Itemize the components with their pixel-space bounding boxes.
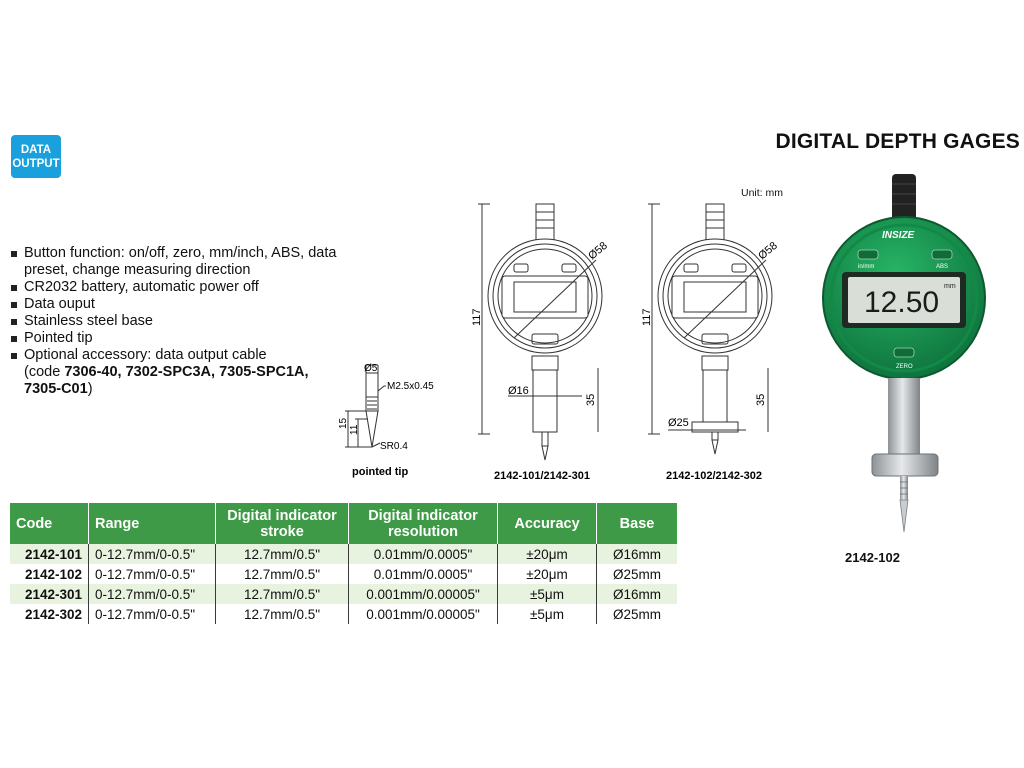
badge-line-1: DATA bbox=[20, 143, 52, 156]
in-mm-label: in/mm bbox=[858, 264, 874, 270]
cell-stroke: 12.7mm/0.5" bbox=[215, 604, 349, 624]
drawing-b-base-dia: Ø25 bbox=[668, 417, 689, 429]
page-title: DIGITAL DEPTH GAGES bbox=[775, 130, 1020, 153]
unit-label: Unit: mm bbox=[741, 187, 783, 199]
in-mm-button[interactable] bbox=[857, 249, 879, 260]
drawing-b-height: 117 bbox=[641, 308, 653, 326]
cell-accuracy: ±20μm bbox=[497, 564, 597, 584]
accessory-open: (code bbox=[24, 364, 65, 380]
cell-range: 0-12.7mm/0-0.5" bbox=[88, 584, 216, 604]
photo-caption: 2142-102 bbox=[845, 550, 900, 565]
tip-length-total: 15 bbox=[338, 417, 349, 429]
table-row: 2142-301 0-12.7mm/0-0.5" 12.7mm/0.5" 0.0… bbox=[10, 584, 677, 604]
tip-caption: pointed tip bbox=[352, 466, 408, 478]
cell-base: Ø25mm bbox=[596, 604, 677, 624]
cell-resolution: 0.001mm/0.00005" bbox=[348, 604, 498, 624]
accessory-text: Optional accessory: data output cable bbox=[24, 347, 267, 363]
feature-item: Pointed tip bbox=[10, 330, 340, 347]
tip-length-cone: 11 bbox=[349, 424, 360, 435]
feature-item: Button function: on/off, zero, mm/inch, … bbox=[10, 245, 340, 279]
lcd-reading: 12.50 bbox=[864, 286, 939, 319]
cell-range: 0-12.7mm/0-0.5" bbox=[88, 564, 216, 584]
table-row: 2142-102 0-12.7mm/0-0.5" 12.7mm/0.5" 0.0… bbox=[10, 564, 677, 584]
col-header-base: Base bbox=[596, 503, 677, 544]
spec-table: Code Range Digital indicator stroke Digi… bbox=[10, 503, 677, 624]
drawing-a-height: 117 bbox=[471, 308, 483, 326]
lcd-unit: mm bbox=[944, 283, 956, 290]
col-header-range: Range bbox=[88, 503, 216, 544]
cell-resolution: 0.01mm/0.0005" bbox=[348, 544, 498, 564]
cable-connector bbox=[892, 174, 916, 222]
feature-item: CR2032 battery, automatic power off bbox=[10, 279, 340, 296]
technical-drawing-a: 117 Ø58 Ø16 35 2142-101/2142-301 bbox=[471, 203, 610, 482]
cell-stroke: 12.7mm/0.5" bbox=[215, 564, 349, 584]
gage-stem bbox=[888, 378, 920, 456]
drawing-a-stem-dia: Ø16 bbox=[508, 385, 529, 397]
pointed-tip bbox=[899, 499, 909, 533]
cell-code: 2142-102 bbox=[10, 564, 89, 584]
cell-code: 2142-302 bbox=[10, 604, 89, 624]
col-header-resolution: Digital indicator resolution bbox=[348, 503, 498, 544]
tip-diameter-label: Ø5 bbox=[364, 363, 378, 374]
drawing-a-caption: 2142-101/2142-301 bbox=[494, 470, 590, 482]
tip-thread-label: M2.5x0.45 bbox=[387, 381, 434, 392]
badge-line-2: OUTPUT bbox=[12, 157, 60, 170]
brand-logo: INSIZE bbox=[882, 230, 915, 241]
feature-list: Button function: on/off, zero, mm/inch, … bbox=[10, 245, 340, 398]
cell-base: Ø16mm bbox=[596, 584, 677, 604]
technical-drawing-b: 117 Ø58 Ø25 35 2142-102/2142-302 bbox=[641, 203, 780, 482]
product-photo: INSIZE in/mm ABS 12.50 mm ZERO bbox=[822, 174, 986, 533]
drawing-b-caption: 2142-102/2142-302 bbox=[666, 470, 762, 482]
gage-base bbox=[871, 453, 939, 477]
cell-stroke: 12.7mm/0.5" bbox=[215, 544, 349, 564]
drawing-a-stem-length: 35 bbox=[585, 394, 597, 406]
col-header-stroke: Digital indicator stroke bbox=[215, 503, 349, 544]
zero-label: ZERO bbox=[896, 364, 913, 370]
table-row: 2142-101 0-12.7mm/0-0.5" 12.7mm/0.5" 0.0… bbox=[10, 544, 677, 564]
feature-item: Stainless steel base bbox=[10, 313, 340, 330]
zero-button[interactable] bbox=[893, 347, 915, 358]
abs-label: ABS bbox=[936, 264, 948, 270]
cell-range: 0-12.7mm/0-0.5" bbox=[88, 604, 216, 624]
col-header-accuracy: Accuracy bbox=[497, 503, 597, 544]
cell-resolution: 0.001mm/0.00005" bbox=[348, 584, 498, 604]
pointed-tip-drawing: Ø5 M2.5x0.45 15 11 SR0.4 pointed tip bbox=[338, 363, 434, 478]
drawing-a-dial: Ø58 bbox=[586, 240, 610, 263]
cell-accuracy: ±5μm bbox=[497, 584, 597, 604]
feature-item: Data ouput bbox=[10, 296, 340, 313]
abs-button[interactable] bbox=[931, 249, 953, 260]
cell-code: 2142-101 bbox=[10, 544, 89, 564]
cell-base: Ø25mm bbox=[596, 564, 677, 584]
cell-range: 0-12.7mm/0-0.5" bbox=[88, 544, 216, 564]
cell-accuracy: ±20μm bbox=[497, 544, 597, 564]
drawing-b-stem-length: 35 bbox=[755, 394, 767, 406]
drawing-b-dial: Ø58 bbox=[756, 240, 780, 263]
col-header-code: Code bbox=[10, 503, 89, 544]
table-header-row: Code Range Digital indicator stroke Digi… bbox=[10, 503, 677, 544]
cell-resolution: 0.01mm/0.0005" bbox=[348, 564, 498, 584]
cell-base: Ø16mm bbox=[596, 544, 677, 564]
table-row: 2142-302 0-12.7mm/0-0.5" 12.7mm/0.5" 0.0… bbox=[10, 604, 677, 624]
cell-accuracy: ±5μm bbox=[497, 604, 597, 624]
cell-code: 2142-301 bbox=[10, 584, 89, 604]
accessory-close: ) bbox=[87, 381, 93, 397]
accessory-codes: 7306-40, 7302-SPC3A, 7305-SPC1A, 7305-C0… bbox=[24, 364, 309, 397]
cell-stroke: 12.7mm/0.5" bbox=[215, 584, 349, 604]
data-output-badge: DATA OUTPUT bbox=[11, 135, 61, 178]
tip-radius-label: SR0.4 bbox=[380, 441, 408, 452]
lcd-display bbox=[848, 277, 960, 323]
feature-item-accessory: Optional accessory: data output cable (c… bbox=[10, 347, 340, 398]
